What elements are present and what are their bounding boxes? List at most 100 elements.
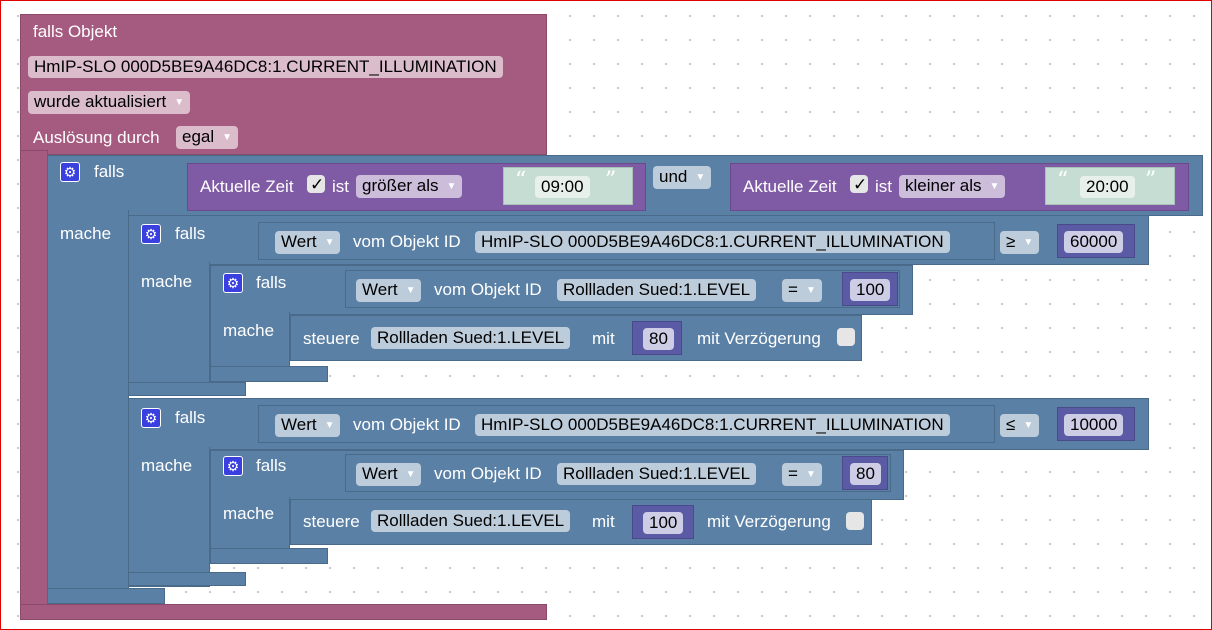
- event-title: falls Objekt: [33, 22, 118, 41]
- event-block-spine: [20, 150, 48, 620]
- value-label: Wert: [362, 280, 398, 299]
- comparator-value: ≥: [1006, 232, 1016, 251]
- gear-icon[interactable]: ⚙: [223, 273, 243, 293]
- from-object-label: vom Objekt ID: [434, 280, 542, 299]
- dropdown-arrow-icon: ▼: [174, 97, 185, 108]
- number-field[interactable]: 60000: [1064, 231, 1124, 253]
- dropdown-arrow-icon: ▼: [805, 469, 816, 480]
- with-delay-label: mit Verzögerung: [707, 512, 831, 531]
- trigger-value: wurde aktualisiert: [34, 92, 167, 111]
- outer-if-spine: [47, 210, 129, 594]
- check-icon: ✓: [853, 175, 868, 194]
- trigger-by-dropdown[interactable]: egal ▼: [176, 126, 239, 149]
- delay-checkbox[interactable]: [846, 512, 864, 530]
- control-label: steuere: [303, 512, 360, 531]
- if1-do-label: mache: [141, 272, 193, 291]
- outer-if-label: falls: [94, 162, 125, 181]
- object-id-field[interactable]: Rollladen Sued:1.LEVEL: [557, 279, 757, 301]
- value-dropdown[interactable]: Wert ▼: [356, 463, 422, 486]
- trigger-by-value: egal: [182, 127, 215, 146]
- operator-value: kleiner als: [905, 176, 982, 195]
- if-label: falls: [256, 273, 287, 292]
- dropdown-arrow-icon: ▼: [222, 132, 233, 143]
- time-field[interactable]: 09:00: [535, 176, 590, 198]
- comparator-value: =: [788, 464, 798, 483]
- if2-bottom: [128, 572, 246, 586]
- dropdown-arrow-icon: ▼: [446, 181, 457, 192]
- current-time-label: Aktuelle Zeit: [200, 177, 294, 196]
- control-target-field[interactable]: Rollladen Sued:1.LEVEL: [371, 327, 571, 349]
- value-dropdown[interactable]: Wert ▼: [275, 414, 341, 437]
- if1-bottom: [128, 382, 246, 396]
- gear-icon[interactable]: ⚙: [141, 408, 161, 428]
- if2-label: falls: [175, 408, 206, 427]
- value-dropdown[interactable]: Wert ▼: [356, 279, 422, 302]
- event-trigger-dropdown[interactable]: wurde aktualisiert ▼: [28, 91, 191, 114]
- number-field[interactable]: 80: [643, 328, 674, 350]
- dropdown-arrow-icon: ▼: [989, 181, 1000, 192]
- comparator-dropdown[interactable]: ≥▼: [1000, 231, 1040, 254]
- operator-value: größer als: [362, 176, 439, 195]
- value-label: Wert: [281, 232, 317, 251]
- value-label: Wert: [281, 415, 317, 434]
- dropdown-arrow-icon: ▼: [405, 285, 416, 296]
- comparator-dropdown[interactable]: ≤▼: [1000, 414, 1040, 437]
- trigger-by-label: Auslösung durch: [33, 128, 160, 147]
- object-id-field[interactable]: Rollladen Sued:1.LEVEL: [557, 463, 757, 485]
- object-id-field[interactable]: HmIP-SLO 000D5BE9A46DC8:1.CURRENT_ILLUMI…: [475, 414, 950, 436]
- checkbox[interactable]: [850, 175, 868, 193]
- event-block-bottom: [20, 604, 547, 620]
- checkbox[interactable]: [307, 175, 325, 193]
- outer-do-label: mache: [60, 224, 112, 243]
- check-icon: ✓: [310, 175, 325, 194]
- if1-nested-spine: [210, 312, 290, 372]
- value-label: Wert: [362, 464, 398, 483]
- comparator-dropdown[interactable]: =▼: [782, 463, 822, 486]
- from-object-label: vom Objekt ID: [434, 464, 542, 483]
- value-dropdown[interactable]: Wert▼: [275, 231, 341, 254]
- dropdown-arrow-icon: ▼: [405, 469, 416, 480]
- if-label: falls: [256, 456, 287, 475]
- and-dropdown[interactable]: und▼: [653, 166, 712, 189]
- time-field[interactable]: 20:00: [1080, 176, 1135, 198]
- number-field[interactable]: 10000: [1064, 414, 1124, 436]
- number-field[interactable]: 100: [850, 279, 891, 301]
- operator-dropdown[interactable]: kleiner als ▼: [899, 175, 1006, 198]
- delay-checkbox[interactable]: [837, 328, 855, 346]
- comparator-value: =: [788, 280, 798, 299]
- control-label: steuere: [303, 329, 360, 348]
- comparator-value: ≤: [1006, 415, 1016, 434]
- gear-icon[interactable]: ⚙: [141, 224, 161, 244]
- dropdown-arrow-icon: ▼: [695, 172, 706, 183]
- if2-do-label: mache: [141, 456, 193, 475]
- gear-icon[interactable]: ⚙: [223, 456, 243, 476]
- dropdown-arrow-icon: ▼: [1023, 420, 1034, 431]
- number-field[interactable]: 100: [643, 512, 684, 534]
- comparator-dropdown[interactable]: =▼: [782, 279, 822, 302]
- object-id-field[interactable]: HmIP-SLO 000D5BE9A46DC8:1.CURRENT_ILLUMI…: [475, 231, 950, 253]
- is-label: ist: [332, 177, 349, 196]
- current-time-label: Aktuelle Zeit: [743, 177, 837, 196]
- outer-if-bottom: [47, 588, 165, 604]
- is-label: ist: [875, 177, 892, 196]
- with-label: mit: [592, 512, 615, 531]
- if2-spine: [128, 447, 210, 587]
- from-object-label: vom Objekt ID: [353, 232, 461, 251]
- if1-spine: [128, 262, 210, 387]
- from-object-label: vom Objekt ID: [353, 415, 461, 434]
- dropdown-arrow-icon: ▼: [1023, 237, 1034, 248]
- if1-label: falls: [175, 224, 206, 243]
- open-quote-icon: “: [1057, 168, 1069, 193]
- if2-nested-bottom: [210, 548, 328, 564]
- event-object-field[interactable]: HmIP-SLO 000D5BE9A46DC8:1.CURRENT_ILLUMI…: [28, 56, 503, 78]
- operator-dropdown[interactable]: größer als ▼: [356, 175, 463, 198]
- number-field[interactable]: 80: [850, 463, 881, 485]
- do-label: mache: [223, 504, 275, 523]
- event-block[interactable]: [20, 14, 547, 155]
- with-label: mit: [592, 329, 615, 348]
- gear-icon[interactable]: ⚙: [60, 162, 80, 182]
- if2-nested-spine: [210, 497, 290, 553]
- dropdown-arrow-icon: ▼: [324, 420, 335, 431]
- control-target-field[interactable]: Rollladen Sued:1.LEVEL: [371, 510, 571, 532]
- if1-nested-bottom: [210, 366, 328, 382]
